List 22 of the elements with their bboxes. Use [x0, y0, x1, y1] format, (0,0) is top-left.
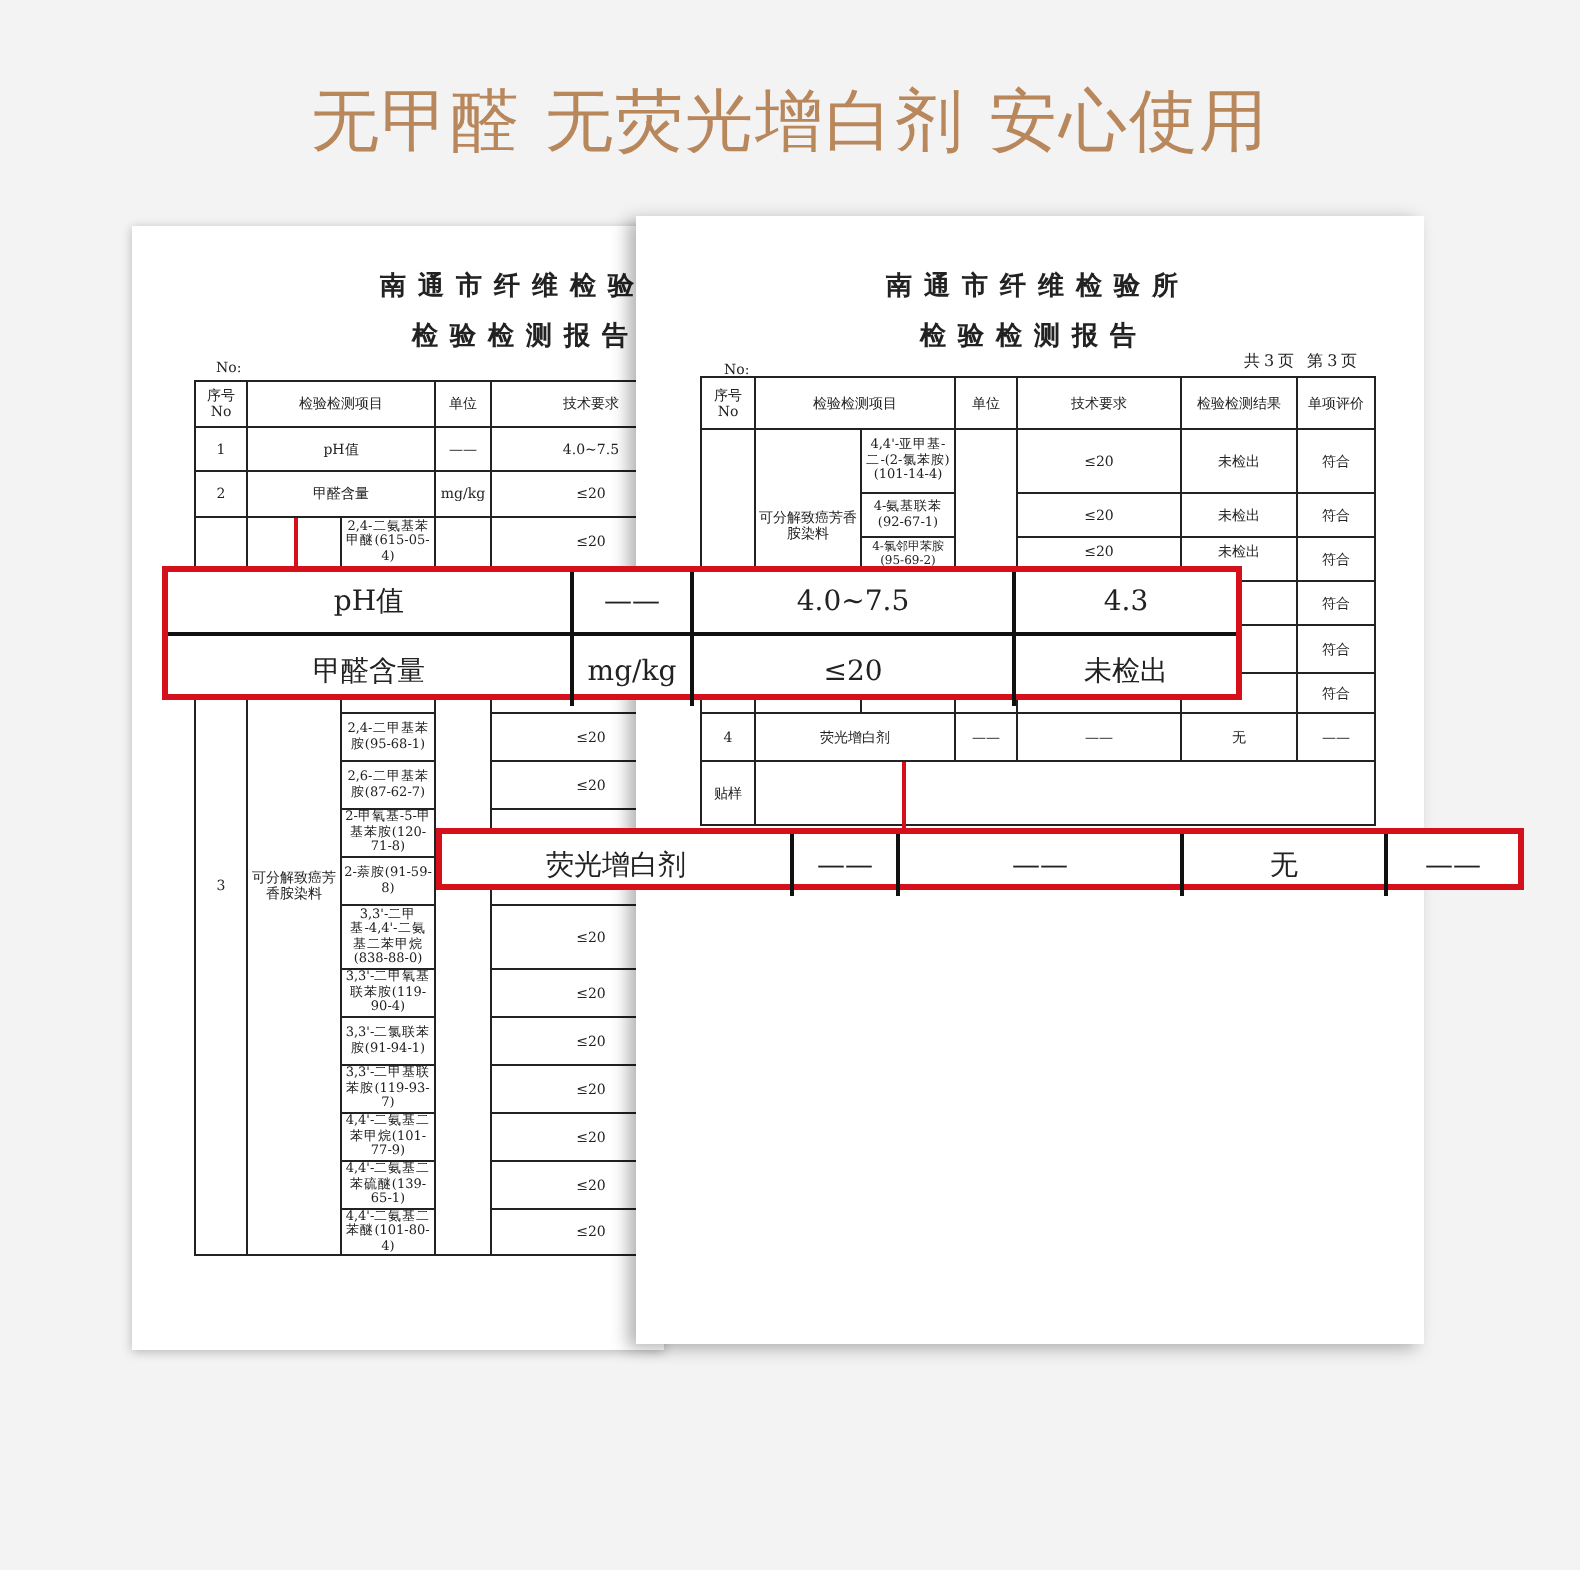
table-cell: —— — [1384, 834, 1518, 896]
page-title: 无甲醛 无荧光增白剂 安心使用 — [309, 80, 1271, 166]
table-cell: —— — [896, 834, 1180, 896]
table-cell: mg/kg — [570, 632, 690, 706]
table-cell: —— — [570, 572, 690, 632]
table-cell: ≤20 — [690, 632, 1012, 706]
leader-line — [902, 762, 906, 828]
report-heading: 南通市纤维检验所 — [886, 269, 1190, 304]
table-cell: —— — [790, 834, 896, 896]
report-heading: 南通市纤维检验 — [380, 269, 646, 304]
table-cell: 4.0~7.5 — [690, 572, 1012, 632]
report-heading: 检验检测报告 — [412, 319, 640, 354]
callout-table — [162, 566, 1242, 700]
leader-line — [294, 518, 298, 566]
table-cell: 无 — [1180, 834, 1384, 896]
table-cell: 未检出 — [1012, 632, 1236, 706]
table-cell-text: 荧光增白剂 — [544, 847, 688, 885]
report-heading: 检验检测报告 — [920, 319, 1148, 354]
table-cell: 4.3 — [1012, 572, 1236, 632]
page-number: 共3页 第3页 — [1244, 350, 1362, 372]
callout-table — [436, 828, 1524, 890]
table-cell: 甲醛含量 — [168, 632, 570, 706]
